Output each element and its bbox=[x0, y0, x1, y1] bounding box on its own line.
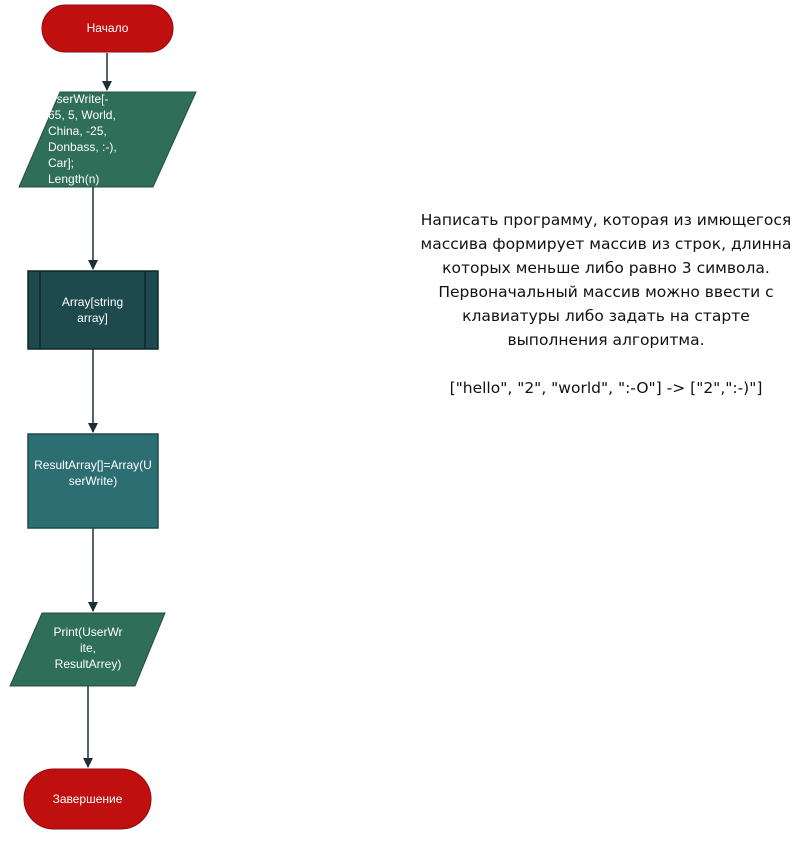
end-label: Завершение bbox=[52, 792, 123, 806]
assign-label: ResultArray[]=Array(U serWrite) bbox=[34, 458, 152, 488]
array-process-shape bbox=[27, 270, 159, 350]
input-label: UserWrite[- 65, 5, World, China, -25, Do… bbox=[48, 92, 117, 186]
task-description: Написать программу, которая из имющегося… bbox=[418, 208, 794, 400]
input-parallelogram-shape bbox=[18, 91, 197, 188]
start-label: Начало bbox=[86, 21, 129, 35]
assign-process-shape bbox=[27, 433, 159, 529]
start-terminal-shape bbox=[41, 4, 174, 53]
task-text: Написать программу, которая из имющегося… bbox=[420, 211, 792, 349]
output-label: Print(UserWr ite, ResultArrey) bbox=[53, 625, 123, 671]
end-terminal-shape bbox=[23, 768, 152, 830]
example-text: ["hello", "2", "world", ":-O"] -> ["2","… bbox=[449, 379, 763, 397]
array-label: Array[string array] bbox=[61, 295, 124, 325]
output-parallelogram-shape bbox=[9, 612, 166, 687]
